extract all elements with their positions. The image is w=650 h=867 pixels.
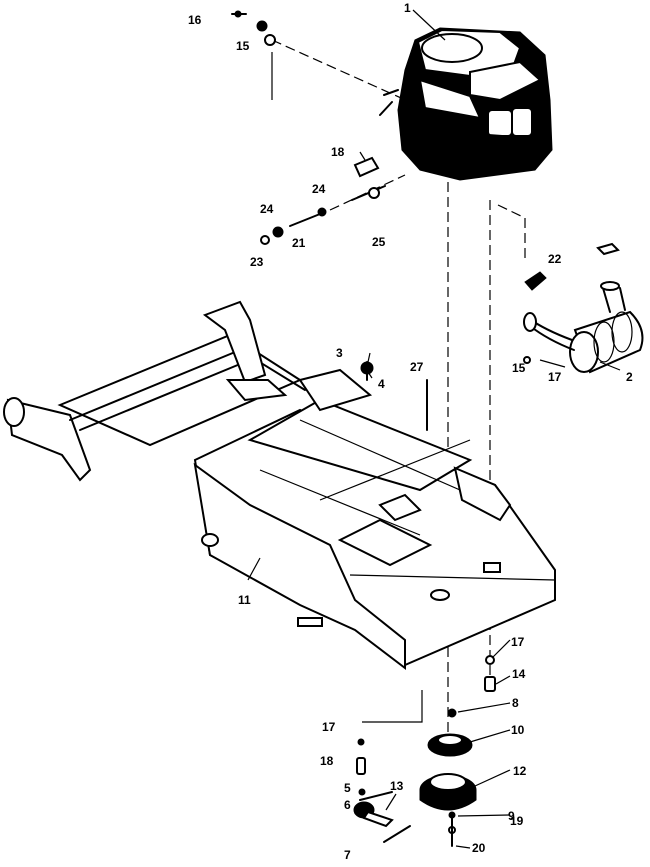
callout-8: 8 <box>512 696 519 710</box>
callout-24-left: 24 <box>260 202 274 216</box>
callout-27: 27 <box>410 360 424 374</box>
hardware <box>231 10 531 692</box>
callout-1: 1 <box>404 1 411 15</box>
callout-6: 6 <box>344 798 351 812</box>
callout-9: 9 <box>508 809 515 823</box>
pulley-assembly <box>353 708 477 847</box>
callout-17-bottom-left: 17 <box>322 720 336 734</box>
callout-3: 3 <box>336 346 343 360</box>
callout-15-top: 15 <box>236 39 250 53</box>
callout-21: 21 <box>292 236 306 250</box>
callout-17-bottom-right: 17 <box>511 635 525 649</box>
callout-17-right: 17 <box>548 370 562 384</box>
callout-25: 25 <box>372 235 386 249</box>
callout-22: 22 <box>548 252 562 266</box>
callout-5: 5 <box>344 781 351 795</box>
callout-4: 4 <box>378 377 385 391</box>
tractor-frame <box>3 300 556 671</box>
callout-7: 7 <box>344 848 351 862</box>
callout-15-right: 15 <box>512 361 526 375</box>
callout-labels: 1 2 3 4 5 6 7 8 9 10 11 12 13 14 15 15 1… <box>188 1 633 862</box>
callout-18-top: 18 <box>331 145 345 159</box>
callout-16: 16 <box>188 13 202 27</box>
callout-12: 12 <box>513 764 527 778</box>
callout-13: 13 <box>390 779 404 793</box>
callout-18-bottom: 18 <box>320 754 334 768</box>
engine <box>379 27 553 181</box>
leader-lines <box>247 9 621 849</box>
callout-20: 20 <box>472 841 486 855</box>
callout-11: 11 <box>238 593 251 607</box>
callout-14: 14 <box>512 667 526 681</box>
callout-19: 19 <box>510 814 524 828</box>
muffler <box>523 242 644 374</box>
callout-2: 2 <box>626 370 633 384</box>
callout-23: 23 <box>250 255 264 269</box>
callout-24-right: 24 <box>312 182 326 196</box>
callout-10: 10 <box>511 723 525 737</box>
